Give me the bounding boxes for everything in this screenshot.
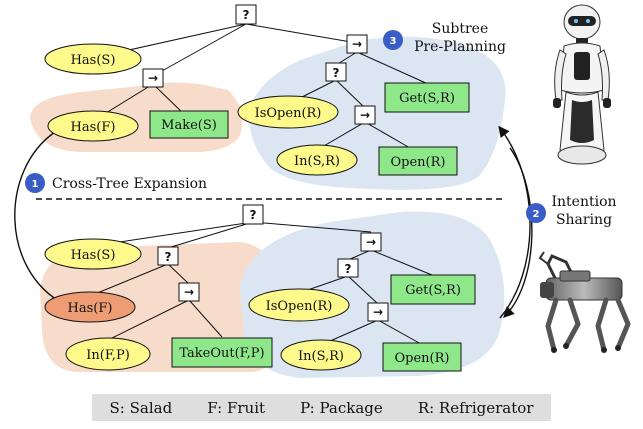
bottom-in-fp-label: In(F,P) xyxy=(86,348,130,363)
top-fallback-right xyxy=(325,62,347,82)
top-isopen-label: IsOpen(R) xyxy=(255,106,322,121)
intention-sharing-arrow-reverse xyxy=(503,147,533,319)
bottom-isopen-condition xyxy=(248,288,350,322)
bottom-fallback-right-label: ? xyxy=(345,262,352,276)
bottom-root-fallback xyxy=(242,204,264,225)
legend-salad: S: Salad xyxy=(109,398,173,417)
humanoid-robot-icon xyxy=(553,4,611,165)
step-2-label-line1: Intention xyxy=(551,194,616,210)
bottom-in-sr-condition xyxy=(280,339,362,371)
top-in-sr-label: In(S,R) xyxy=(294,154,340,169)
step-1-number: 1 xyxy=(32,179,39,190)
top-sequence-left xyxy=(142,68,164,88)
bottom-has-f-highlighted xyxy=(44,291,136,323)
bottom-has-f-label: Has(F) xyxy=(68,301,113,316)
top-open-r-label: Open(R) xyxy=(391,155,446,170)
bottom-isopen-label: IsOpen(R) xyxy=(266,299,333,314)
top-has-s-condition xyxy=(44,43,142,75)
bottom-in-fp-condition xyxy=(65,337,151,371)
top-has-f-label: Has(F) xyxy=(71,120,116,135)
bottom-root-fallback-label: ? xyxy=(250,208,257,222)
top-has-f-condition xyxy=(47,110,139,142)
top-isopen-condition xyxy=(237,95,339,129)
step-2-badge xyxy=(526,203,546,223)
top-open-r-action xyxy=(378,146,458,176)
top-make-s-action xyxy=(149,110,229,139)
quadruped-robot-icon xyxy=(538,251,631,353)
bottom-sequence-inner xyxy=(367,302,389,322)
step-3-badge xyxy=(383,30,403,50)
top-has-s-label: Has(S) xyxy=(71,53,116,68)
top-sequence-right-label: → xyxy=(352,37,362,51)
bottom-takeout-label: TakeOut(F,P) xyxy=(179,346,264,361)
top-fallback-right-label: ? xyxy=(333,66,340,80)
legend-fruit: F: Fruit xyxy=(207,398,266,417)
step-1-badge xyxy=(25,173,45,193)
top-make-s-label: Make(S) xyxy=(161,118,217,133)
top-get-sr-label: Get(S,R) xyxy=(399,91,455,106)
top-sequence-inner-label: → xyxy=(360,108,370,122)
bottom-open-r-label: Open(R) xyxy=(395,351,450,366)
step-1-label: Cross-Tree Expansion xyxy=(52,176,207,192)
bottom-sequence-left-label: → xyxy=(184,285,194,299)
top-sequence-right xyxy=(346,34,368,54)
step-3-label-line1: Subtree xyxy=(432,21,488,37)
legend-package: P: Package xyxy=(300,398,383,417)
bottom-fallback-left xyxy=(157,246,179,266)
bottom-has-s-label: Has(S) xyxy=(71,248,116,263)
step-3-label-line2: Pre-Planning xyxy=(414,39,506,55)
top-root-fallback xyxy=(235,4,257,25)
bottom-get-sr-action xyxy=(390,274,476,305)
bottom-fallback-right xyxy=(337,258,359,278)
legend-bar: S: Salad F: Fruit P: Package R: Refriger… xyxy=(92,394,551,421)
top-get-sr-action xyxy=(384,82,470,113)
intention-sharing-arrow xyxy=(498,125,531,319)
bottom-sequence-inner-label: → xyxy=(373,305,383,319)
bottom-has-s-condition xyxy=(44,238,142,270)
bottom-get-sr-label: Get(S,R) xyxy=(405,283,461,298)
step-3-number: 3 xyxy=(390,36,397,47)
step-2-label-line2: Sharing xyxy=(556,212,612,228)
bottom-sequence-right xyxy=(360,232,382,252)
bottom-right-region xyxy=(240,211,505,378)
bottom-fallback-left-label: ? xyxy=(165,250,172,264)
bottom-open-r-action xyxy=(382,342,462,372)
bottom-in-sr-label: In(S,R) xyxy=(298,349,344,364)
bottom-sequence-right-label: → xyxy=(366,235,376,249)
top-root-fallback-label: ? xyxy=(243,8,250,22)
cross-tree-expansion-arrow xyxy=(14,131,67,306)
bottom-takeout-action xyxy=(171,337,273,368)
legend-refrigerator: R: Refrigerator xyxy=(417,398,534,417)
top-in-sr-condition xyxy=(276,144,358,176)
step-2-number: 2 xyxy=(533,209,540,220)
top-sequence-left-label: → xyxy=(148,71,158,85)
bottom-sequence-left xyxy=(178,282,200,302)
top-sequence-inner xyxy=(354,105,376,125)
